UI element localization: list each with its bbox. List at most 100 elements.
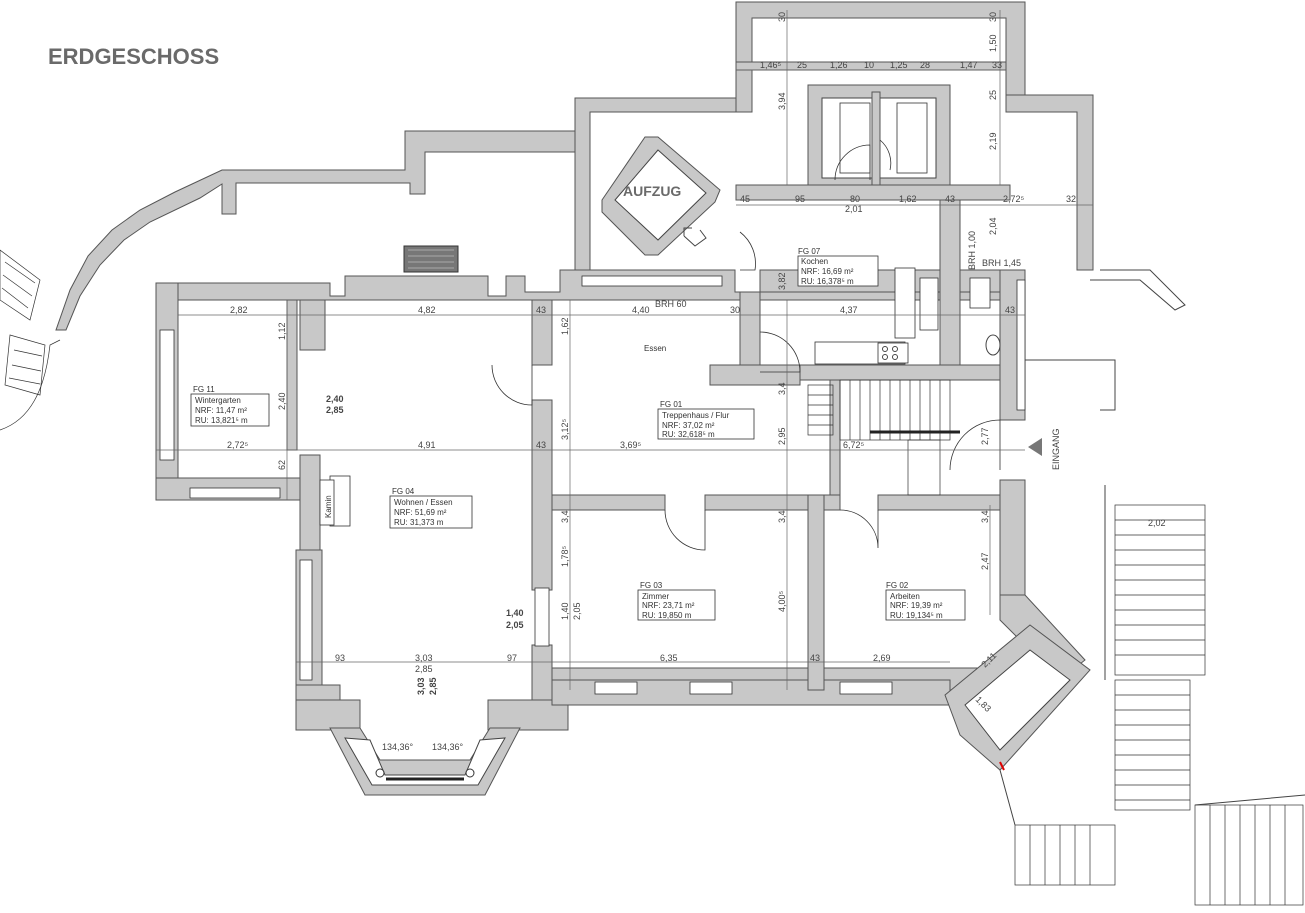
- dim-bot-0: 93: [335, 653, 345, 663]
- dimension-texts: 2,82 4,82 43 4,40 30 4,37 43 2,72⁵ 4,91 …: [227, 12, 1166, 714]
- dim-kitchen-5: 43: [945, 194, 955, 204]
- bay-angle-left: 134,36°: [382, 742, 414, 752]
- arbeiten-bay: [944, 624, 1091, 771]
- room-nrf: NRF: 11,47 m²: [195, 406, 247, 415]
- room-name: Kochen: [801, 257, 828, 266]
- kamin-label: Kamin: [324, 495, 333, 518]
- dim-bot-1: 3,03: [415, 653, 433, 663]
- dim-kitchen-4: 2,01: [845, 204, 863, 214]
- room-name: Wohnen / Essen: [394, 498, 453, 507]
- plan-title: ERDGESCHOSS: [48, 44, 219, 69]
- doors: [491, 139, 1001, 551]
- bay-window: 134,36° 134,36°: [329, 727, 521, 796]
- dim-tower-5: 28: [920, 60, 930, 70]
- dim-top-4: 30: [730, 305, 740, 315]
- dim-vm-1: 3,12⁵: [560, 418, 570, 440]
- room-label-fg07: FG 07 Kochen NRF: 16,69 m² RU: 16,378⁵ m: [797, 247, 879, 287]
- dim-tower-0: 1,46⁵: [760, 60, 782, 70]
- room-id: FG 01: [660, 400, 683, 409]
- dim-tv-2: 1,50: [988, 34, 998, 52]
- dim-vl-0: 1,12: [277, 322, 287, 340]
- brh-100: BRH 1,00: [967, 231, 977, 270]
- room-nrf: NRF: 16,69 m²: [801, 267, 854, 276]
- dim-kitchen-3: 1,62: [899, 194, 917, 204]
- dim-tower-2: 1,26: [830, 60, 848, 70]
- kitchen-fixtures: [814, 267, 1001, 365]
- dim-mid-0: 2,72⁵: [227, 440, 249, 450]
- dim-mid-4: 6,72⁵: [843, 440, 865, 450]
- outdoor-stairs: [999, 269, 1305, 906]
- opening-bay-a: 3,03: [416, 677, 426, 695]
- dim-top-5: 4,37: [840, 305, 858, 315]
- opening-wg-top: 2,40: [326, 394, 344, 404]
- dim-tv-0: 30: [777, 12, 787, 22]
- bay-angle-right: 134,36°: [432, 742, 464, 752]
- dim-vl-2: 62: [277, 460, 287, 470]
- terrace-wall: [55, 130, 576, 331]
- room-label-fg02: FG 02 Arbeiten NRF: 19,39 m² RU: 19,134⁵…: [885, 581, 966, 621]
- room-label-fg04: FG 04 Wohnen / Essen NRF: 51,69 m² RU: 3…: [389, 487, 473, 529]
- dim-vr-3: 3,4: [777, 510, 787, 523]
- left-stair-fragment: [0, 249, 61, 431]
- room-ru: RU: 19,850 m: [642, 611, 692, 620]
- room-nrf: NRF: 37,02 m²: [662, 421, 715, 430]
- dim-kitchen-2: 80: [850, 194, 860, 204]
- room-label-fg03: FG 03 Zimmer NRF: 23,71 m² RU: 19,850 m: [637, 581, 716, 621]
- essen-label: Essen: [644, 344, 666, 353]
- tower-block: [574, 1, 1094, 271]
- dim-mid-3: 3,69⁵: [620, 440, 642, 450]
- dim-top-2: 43: [536, 305, 546, 315]
- dim-vm-3: 1,78⁵: [560, 545, 570, 567]
- room-name: Wintergarten: [195, 396, 241, 405]
- dim-mid-2: 43: [536, 440, 546, 450]
- dim-kitchen-6: 2,72⁵: [1003, 194, 1025, 204]
- room-id: FG 04: [392, 487, 415, 496]
- dim-kitchen-0: 45: [740, 194, 750, 204]
- fireplace: [319, 479, 335, 526]
- room-ru: RU: 13,821⁵ m: [195, 416, 248, 425]
- opening-bay-b: 2,85: [428, 677, 438, 695]
- dim-kitchen-7: 32: [1066, 194, 1076, 204]
- room-id: FG 11: [193, 385, 215, 394]
- entrance: EINGANG: [1028, 428, 1061, 470]
- dim-tower-1: 25: [797, 60, 807, 70]
- dim-tower-7: 33: [992, 60, 1002, 70]
- room-id: FG 02: [886, 581, 909, 590]
- dim-tv-6: 2,04: [988, 217, 998, 235]
- dim-tv-1: 30: [988, 12, 998, 22]
- room-ru: RU: 16,378⁵ m: [801, 277, 854, 286]
- dim-kitchen-1: 95: [795, 194, 805, 204]
- room-ru: RU: 32,618⁵ m: [662, 430, 715, 439]
- room-ru: RU: 31,373 m: [394, 518, 444, 527]
- dim-tv-5: 2,19: [988, 132, 998, 150]
- dim-bay-2: 2,02: [1148, 518, 1166, 528]
- brh-145: BRH 1,45: [982, 258, 1021, 268]
- dim-top-0: 2,82: [230, 305, 248, 315]
- dim-vm-0: 1,62: [560, 317, 570, 335]
- dim-vm-4: 1,40: [560, 602, 570, 620]
- main-stairs: [807, 379, 960, 496]
- opening-wg-bot: 2,85: [326, 405, 344, 415]
- dim-vf-2: 3,4: [980, 510, 990, 523]
- entrance-label: EINGANG: [1051, 428, 1061, 470]
- room-id: FG 03: [640, 581, 663, 590]
- dim-vl-1: 2,40: [277, 392, 287, 410]
- dim-bot-sub: 2,85: [415, 664, 433, 674]
- dim-bot-3: 6,35: [660, 653, 678, 663]
- dim-vf-0: 2,47: [980, 552, 990, 570]
- room-ru: RU: 19,134⁵ m: [890, 611, 943, 620]
- dim-vr-4: 4,00⁵: [777, 590, 787, 612]
- elevator-arrow-icon: [683, 227, 707, 247]
- dim-top-1: 4,82: [418, 305, 436, 315]
- dim-vm-5: 2,05: [572, 602, 582, 620]
- elevator: AUFZUG: [601, 136, 721, 256]
- windows: [159, 275, 1026, 695]
- dim-vm-2: 3,4: [560, 510, 570, 523]
- opening-door-top: 1,40: [506, 608, 524, 618]
- vent-grill: [403, 245, 459, 273]
- dim-top-3: 4,40: [632, 305, 650, 315]
- dim-tower-3: 10: [864, 60, 874, 70]
- entrance-arrow-icon: [1028, 438, 1042, 456]
- dim-tv-4: 3,94: [777, 92, 787, 110]
